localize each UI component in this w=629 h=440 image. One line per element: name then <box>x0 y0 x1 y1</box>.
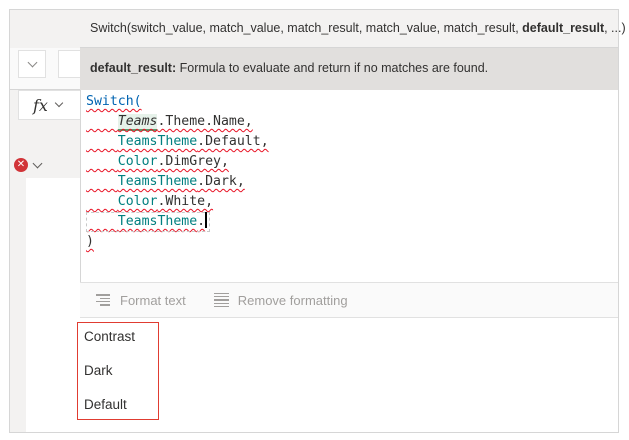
remove-formatting-label: Remove formatting <box>237 292 348 308</box>
parameter-description: Formula to evaluate and return if no mat… <box>176 61 489 75</box>
chevron-down-icon <box>54 98 64 108</box>
code-token: .Theme.Name, <box>157 114 253 129</box>
code-token: ) <box>86 234 94 249</box>
code-token: .White, <box>157 194 214 209</box>
code-line: Color.White, <box>86 192 269 212</box>
error-icon: ✕ <box>14 158 28 172</box>
left-lower-gutter <box>10 120 26 432</box>
code-token-type: Color <box>117 194 158 209</box>
text-caret <box>205 212 207 228</box>
code-line: TeamsTheme.Default, <box>86 132 269 152</box>
signature-suffix: , ...) <box>604 21 626 35</box>
formula-editor[interactable]: Switch( Teams.Theme.Name, TeamsTheme.Def… <box>80 90 618 282</box>
formula-code[interactable]: Switch( Teams.Theme.Name, TeamsTheme.Def… <box>86 92 269 252</box>
remove-formatting-icon <box>213 292 230 308</box>
code-token-type: TeamsTheme <box>117 214 198 229</box>
code-line: Color.DimGrey, <box>86 152 269 172</box>
code-line: TeamsTheme.Dark, <box>86 172 269 192</box>
signature-prefix: Switch(switch_value, match_value, match_… <box>90 21 523 35</box>
suggestion-item-default[interactable]: Default <box>84 397 127 412</box>
format-text-icon <box>96 294 112 306</box>
signature-current-param: default_result <box>522 21 605 35</box>
signature-tooltip: Switch(switch_value, match_value, match_… <box>80 10 626 48</box>
code-token-highlight: Teams <box>117 114 158 131</box>
error-indicator[interactable]: ✕ <box>14 158 43 172</box>
code-token: .Default, <box>197 134 269 149</box>
code-line: Switch( <box>86 92 269 112</box>
suggestion-item-dark[interactable]: Dark <box>84 363 113 378</box>
code-line: ) <box>86 232 269 252</box>
property-dropdown-secondary[interactable] <box>58 50 80 78</box>
code-token-keyword: Switch( <box>86 94 142 109</box>
suggestion-item-contrast[interactable]: Contrast <box>84 329 136 344</box>
code-line-current: TeamsTheme. <box>86 212 269 232</box>
fx-button[interactable]: fx <box>18 90 80 120</box>
code-token: . <box>197 214 206 229</box>
code-line: Teams.Theme.Name, <box>86 112 269 132</box>
suggestion-area <box>80 318 618 432</box>
chevron-down-icon <box>32 158 43 168</box>
code-token: .DimGrey, <box>157 154 229 169</box>
property-dropdown[interactable] <box>18 50 46 78</box>
format-text-label: Format text <box>120 292 186 308</box>
code-token-type: Color <box>117 154 158 169</box>
parameter-name: default_result: <box>90 61 177 75</box>
chevron-down-icon <box>27 57 37 67</box>
left-lower-panel <box>26 178 80 432</box>
fx-label: fx <box>33 95 48 115</box>
suggestion-list: Contrast Dark Default <box>77 322 159 420</box>
parameter-help: default_result: Formula to evaluate and … <box>80 48 618 90</box>
formula-toolbar: Format text Remove formatting <box>80 282 618 318</box>
code-token: .Dark, <box>197 174 245 189</box>
remove-formatting-button[interactable]: Remove formatting <box>213 292 348 308</box>
format-text-button[interactable]: Format text <box>96 293 186 308</box>
code-token-type: TeamsTheme <box>117 134 198 149</box>
code-token-type: TeamsTheme <box>117 174 198 189</box>
